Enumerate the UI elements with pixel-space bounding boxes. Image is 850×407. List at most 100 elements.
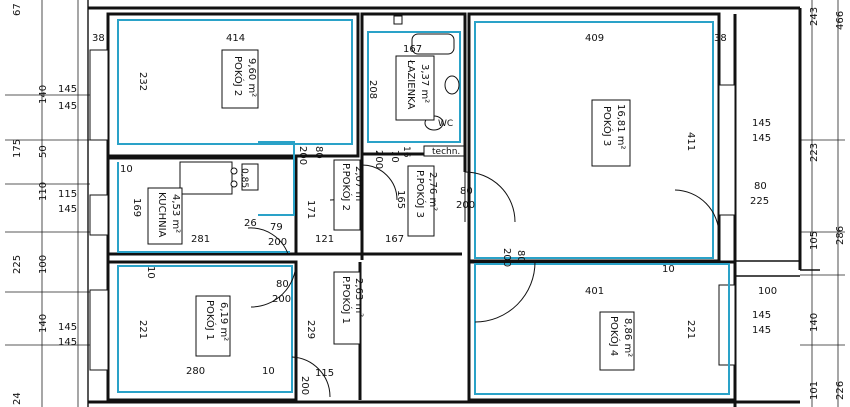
dim-inner: 200 (501, 248, 512, 267)
dim-right: 140 (809, 313, 820, 332)
right-dimension-rulers: 466 243 223 286 105 140 226 101 (800, 0, 846, 407)
room-labels: POKÓJ 2 9,60 m² ŁAZIENKA 3,37 m² POKÓJ 3… (147, 49, 635, 371)
dim-inner: 80 (313, 146, 324, 159)
dim-inner: 167 (403, 44, 422, 55)
dim-inner: 10 (120, 164, 133, 175)
room-pokoj2-name: POKÓJ 2 (232, 56, 245, 96)
dim-left: 140 (38, 314, 49, 333)
dim-left: 225 (12, 255, 23, 274)
room-pokoj4-area: 8,86 m² (622, 318, 633, 357)
room-pokoj4-name: POKÓJ 4 (608, 316, 621, 356)
dim-inner: 200 (268, 237, 287, 248)
dim-inner: 80 (276, 279, 289, 290)
dim-inner: 79 (270, 222, 283, 233)
dim-inner: 171 (305, 200, 316, 219)
room-ppokoj2-area: 2,07 m² (353, 166, 364, 205)
dim-inner: 411 (685, 132, 696, 151)
dim-inner: 200 (272, 294, 291, 305)
dim-inner: 38 (92, 33, 105, 44)
dim-inner: 232 (137, 72, 148, 91)
room-lazienka-area: 3,37 m² (419, 64, 430, 103)
techn-label: techn. (432, 147, 460, 157)
dim-left: 115 (58, 189, 77, 200)
room-ppokoj2-name: P.POKÓJ 2 (340, 163, 353, 211)
dim-inner: 165 (395, 190, 406, 209)
room-outlines (117, 19, 730, 395)
doors (247, 164, 720, 398)
room-lazienka-name: ŁAZIENKA (405, 59, 416, 109)
room-kuchnia-area: 4,53 m² (170, 194, 181, 233)
dim-inner: 70 (389, 150, 400, 163)
room-pokoj3-area: 16,81 m² (615, 104, 626, 150)
dim-left: 145 (58, 84, 77, 95)
fixtures (179, 15, 465, 195)
dim-left: 110 (38, 182, 49, 201)
dim-right: 105 (809, 231, 820, 250)
dim-left: 50 (38, 145, 49, 158)
dim-inner: 208 (367, 80, 378, 99)
room-ppokoj1-name: P.POKÓJ 1 (340, 276, 353, 324)
inner-dimensions: 38 414 232 167 208 409 38 411 145 145 80… (92, 33, 777, 395)
dim-inner: 145 (752, 310, 771, 321)
room-pokoj2-area: 9,60 m² (246, 58, 257, 97)
vent-icon (393, 15, 403, 25)
dim-right: 243 (809, 7, 820, 26)
dim-inner: 409 (585, 33, 604, 44)
dim-inner: 229 (305, 320, 316, 339)
stove-icon (179, 161, 233, 195)
room-pokoj1-area: 6,19 m² (218, 302, 229, 341)
dim-inner: 10 (262, 366, 275, 377)
dim-right: 223 (809, 143, 820, 162)
dim-left: 67 (12, 3, 23, 16)
cabinet-icon (241, 163, 259, 191)
dim-right: 286 (835, 226, 846, 245)
dim-inner: 145 (752, 325, 771, 336)
dim-inner: 167 (385, 234, 404, 245)
dim-inner: 80 (754, 181, 767, 192)
dim-right: 466 (835, 11, 846, 30)
dim-left: 100 (38, 255, 49, 274)
dim-left: 140 (38, 85, 49, 104)
sink-icon (444, 75, 460, 95)
dim-left: 175 (12, 139, 23, 158)
dim-inner: 145 (752, 118, 771, 129)
bathtub-icon (411, 33, 455, 55)
left-dimension-rulers: 67 145 140 145 175 50 115 110 145 225 10… (5, 0, 90, 407)
dim-inner: 200 (297, 146, 308, 165)
room-pokoj1-name: POKÓJ 1 (204, 300, 217, 340)
dim-inner: 281 (191, 234, 210, 245)
room-ppokoj1-area: 2,63 m² (353, 278, 364, 317)
dim-inner: 80 (460, 186, 473, 197)
dim-inner: 221 (685, 320, 696, 339)
dim-inner: 115 (315, 368, 334, 379)
dim-inner: 121 (315, 234, 334, 245)
dim-right: 101 (809, 381, 820, 400)
dim-inner: 225 (750, 196, 769, 207)
room-pokoj3-name: POKÓJ 3 (601, 106, 614, 146)
wc-label: WC (438, 119, 453, 129)
dim-inner: 401 (585, 286, 604, 297)
dim-inner: 200 (456, 200, 475, 211)
room-ppokoj3-area: 2,76 m² (427, 172, 438, 211)
dim-left: 24 (12, 392, 23, 405)
dim-right: 226 (835, 381, 846, 400)
dim-inner: 221 (137, 320, 148, 339)
dim-inner: 10 (662, 264, 675, 275)
dim-inner: 26 (244, 218, 257, 229)
dim-left: 145 (58, 337, 77, 348)
dim-left: 145 (58, 322, 77, 333)
technical-cabinet (423, 145, 465, 157)
dim-left: 145 (58, 101, 77, 112)
dim-inner: 38 (714, 33, 727, 44)
windows (89, 49, 736, 371)
dim-inner: 0,85 (239, 168, 249, 188)
room-ppokoj3-name: P.POKÓJ 3 (414, 170, 427, 218)
dim-inner: 100 (758, 286, 777, 297)
dim-inner: 16 (401, 146, 411, 158)
room-kuchnia-name: KUCHNIA (156, 192, 167, 238)
dim-inner: 10 (145, 266, 156, 279)
dim-inner: 200 (299, 376, 310, 395)
dim-inner: 169 (131, 198, 142, 217)
dim-inner: 414 (226, 33, 245, 44)
